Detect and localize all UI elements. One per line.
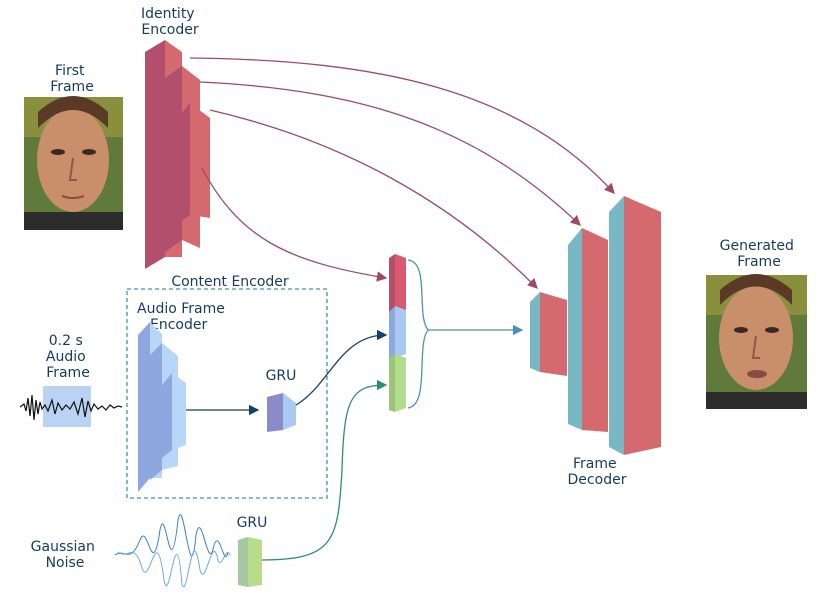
audio-frame-encoder xyxy=(138,322,186,492)
identity-encoder xyxy=(145,40,210,269)
identity-encoder-label: Identity Encoder xyxy=(141,6,199,38)
gaussian-noise-label: Gaussian Noise xyxy=(31,539,100,571)
waveform-icon xyxy=(19,394,123,421)
content-encoder-box xyxy=(126,288,328,499)
gru-to-latent-arrow xyxy=(295,329,388,406)
frame-decoder xyxy=(530,196,661,455)
noise-wave-icon xyxy=(114,514,231,588)
identity-skip-arrows xyxy=(189,57,615,289)
gru-noise-block xyxy=(238,537,262,587)
content-encoder-label: Content Encoder xyxy=(171,274,289,290)
gru-audio-block xyxy=(267,393,296,432)
audio-frame-encoder-label: Audio Frame Encoder xyxy=(137,301,229,333)
latent-brace xyxy=(407,259,429,409)
first-frame-image xyxy=(24,96,123,230)
noise-to-latent-arrow xyxy=(261,379,388,561)
latent-vector xyxy=(389,254,406,412)
first-frame-label: First Frame xyxy=(50,63,94,95)
frame-decoder-label: Frame Decoder xyxy=(568,456,627,488)
generated-frame-label: Generated Frame xyxy=(720,238,799,270)
gru-audio-label: GRU xyxy=(266,368,297,384)
gru-noise-label: GRU xyxy=(237,515,268,531)
audio-input-label: 0.2 s Audio Frame xyxy=(46,333,90,381)
generated-frame-image xyxy=(706,274,807,409)
